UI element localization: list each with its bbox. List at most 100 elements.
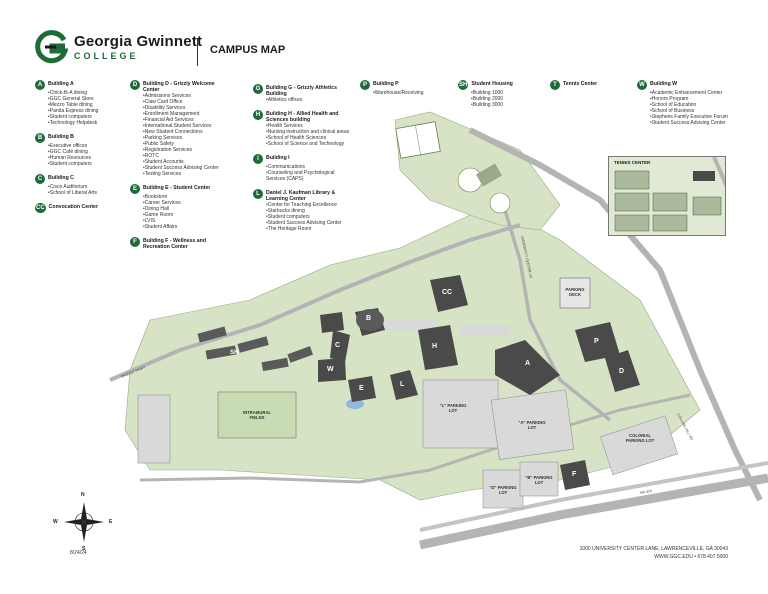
building-w-shape bbox=[318, 358, 346, 382]
b-parking-lot-label: "B" PARKING LOT bbox=[525, 475, 553, 485]
intramural-fields-label: INTRAMURAL FIELDS bbox=[243, 410, 271, 420]
building-badge-icon: W bbox=[637, 80, 647, 90]
college-logo: Georgia Gwinnett COLLEGE bbox=[34, 30, 202, 64]
legend-item: Cisco Auditorium bbox=[48, 184, 125, 190]
building-sh-label: SH bbox=[230, 350, 239, 356]
legend-item: Student Affairs bbox=[143, 224, 230, 230]
legend-group-title: Building C bbox=[48, 175, 74, 181]
legend-item: Academic Enhancement Center bbox=[650, 90, 747, 96]
legend-item: School of Liberal Arts bbox=[48, 190, 125, 196]
legend-item: Testing Services bbox=[143, 171, 230, 177]
building-badge-icon: CC bbox=[35, 203, 46, 213]
address-line-1: 1000 UNIVERSITY CENTER LANE, LAWRENCEVIL… bbox=[579, 546, 728, 552]
legend-item: Chick-fil-A dining bbox=[48, 90, 125, 96]
legend-group-title: Tennis Center bbox=[563, 81, 598, 87]
legend-item: Game Room bbox=[143, 212, 230, 218]
compass-south: S bbox=[82, 546, 86, 552]
legend-item: Athletics offices bbox=[266, 97, 353, 103]
logo-name: Georgia Gwinnett bbox=[74, 33, 203, 50]
legend-item: Honors Program bbox=[650, 96, 747, 102]
building-b-label: B bbox=[366, 315, 372, 322]
legend-item: Building 2000 bbox=[471, 96, 533, 102]
tennis-courts-detail bbox=[614, 157, 725, 232]
building-b-rotunda bbox=[356, 309, 384, 331]
building-badge-icon: L bbox=[253, 189, 263, 199]
legend-group-title: Building B bbox=[48, 134, 74, 140]
building-c-shape bbox=[330, 330, 350, 362]
building-h-label: H bbox=[432, 343, 438, 350]
address-line-2: WWW.GGC.EDU • 678.407.5000 bbox=[654, 554, 728, 560]
legend-item: Health Services bbox=[266, 123, 353, 129]
building-badge-icon: P bbox=[360, 80, 370, 90]
legend-group-title: Building A bbox=[48, 81, 74, 87]
building-d-label: D bbox=[619, 368, 625, 375]
building-badge-icon: B bbox=[35, 133, 45, 143]
building-badge-icon: F bbox=[130, 237, 140, 247]
grizzly-parkway bbox=[109, 223, 521, 382]
legend-item: Warehouse/Receiving bbox=[373, 90, 440, 96]
legend-item: Stephens Family Executive Forum bbox=[650, 114, 747, 120]
tennis-center-inset-title: TENNIS CENTER bbox=[614, 160, 651, 165]
compass-icon bbox=[64, 502, 104, 542]
building-g-shape bbox=[320, 312, 344, 333]
building-a-shape bbox=[495, 340, 560, 395]
building-badge-icon: C bbox=[35, 174, 45, 184]
legend-group-title: Building W bbox=[650, 81, 678, 87]
legend-item: Student Success Advising Center bbox=[143, 165, 230, 171]
page-title: CAMPUS MAP bbox=[210, 44, 286, 56]
legend-item: Center for Teaching Excellence bbox=[266, 202, 353, 208]
legend-item: School of Health Sciences bbox=[266, 135, 353, 141]
housing-2 bbox=[205, 345, 237, 360]
intramural-fields bbox=[217, 391, 297, 439]
west-lot bbox=[137, 394, 171, 464]
legend-item: Claw Card Office bbox=[143, 99, 230, 105]
pond bbox=[346, 399, 364, 409]
legend-item: Parking Services bbox=[143, 135, 230, 141]
legend-item: Student computers bbox=[48, 114, 125, 120]
legend-item: ROTC bbox=[143, 153, 230, 159]
building-f-shape bbox=[560, 460, 590, 490]
sr-316 bbox=[419, 473, 768, 550]
ggc-logo-mark-icon bbox=[35, 30, 68, 64]
building-badge-icon: T bbox=[550, 80, 560, 90]
building-p-label: P bbox=[594, 338, 599, 345]
legend-item: GGC Café dining bbox=[48, 149, 125, 155]
housing-5 bbox=[287, 346, 313, 363]
tennis-center-inset: TENNIS CENTER bbox=[608, 156, 726, 236]
legend-item: Admissions Services bbox=[143, 93, 230, 99]
compass-rose: N S E W bbox=[53, 492, 112, 552]
d-parking-lot bbox=[482, 469, 524, 509]
building-l-label: L bbox=[400, 381, 405, 388]
building-f-label: F bbox=[572, 471, 577, 478]
college-address: 1000 UNIVERSITY CENTER LANE, LAWRENCEVIL… bbox=[580, 545, 728, 561]
legend-group-title: Building F - Wellness and Recreation Cen… bbox=[143, 238, 207, 250]
building-cc-shape bbox=[430, 275, 468, 312]
collins-hill-road bbox=[468, 127, 763, 502]
legend-item: Mezzo Table dining bbox=[48, 102, 125, 108]
legend-item: Nursing instruction and clinical areas bbox=[266, 129, 353, 135]
lot-row-2 bbox=[460, 325, 510, 335]
legend-item: Student Success Advising Center bbox=[650, 120, 747, 126]
legend-item: New Student Connections bbox=[143, 129, 230, 135]
housing-4 bbox=[261, 357, 289, 372]
legend-item: Student computers bbox=[48, 161, 125, 167]
l-parking-lot-label: "L" PARKING LOT bbox=[439, 403, 467, 413]
map-date: 8/24/24 bbox=[70, 550, 87, 556]
baseball-field-1 bbox=[457, 167, 483, 193]
compass-east: E bbox=[109, 519, 113, 525]
tennis-courts bbox=[475, 163, 503, 187]
housing-3 bbox=[237, 336, 269, 353]
l-parking-lot bbox=[422, 379, 499, 449]
legend-item: Registration Services bbox=[143, 147, 230, 153]
